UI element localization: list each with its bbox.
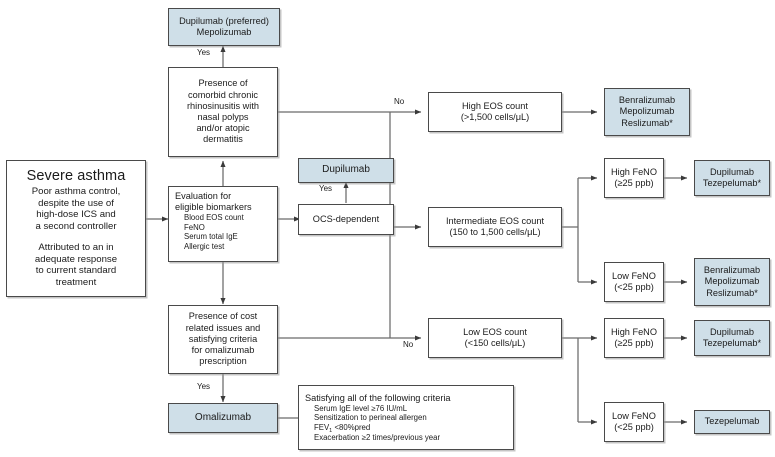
ocs-dependent-label: OCS-dependent — [312, 213, 380, 224]
severe-asthma-line3: high-dose ICS and — [36, 209, 116, 221]
comorbid-line6: dermatitis — [203, 134, 243, 145]
criteria-heading: Satisfying all of the following criteria — [305, 392, 451, 403]
feno-low-2-drug-tezepelumab: Tezepelumab — [704, 416, 760, 427]
edge-label-no-low-eos: No — [402, 340, 415, 349]
edge-label-yes-omalizumab: Yes — [196, 382, 212, 391]
evaluation-item-ige: Serum total IgE — [184, 232, 238, 242]
node-feno-low-intermediate[interactable]: Low FeNO (<25 ppb) — [604, 262, 664, 302]
node-high-eos-drugs[interactable]: Benralizumab Mepolizumab Reslizumab* — [604, 88, 690, 136]
feno-low-1-drug-benralizumab: Benralizumab — [703, 265, 761, 276]
feno-low-2-line1: Low FeNO — [612, 410, 656, 421]
evaluation-line1: Evaluation for — [175, 191, 232, 201]
low-eos-line2: (<150 cells/μL) — [464, 338, 526, 348]
severe-asthma-line8: treatment — [55, 276, 97, 288]
edge-label-no-high-eos: No — [393, 97, 406, 106]
intermediate-eos-line1: Intermediate EOS count — [445, 215, 545, 226]
feno-low-1-line1: Low FeNO — [612, 270, 656, 281]
high-eos-drug-mepolizumab: Mepolizumab — [619, 106, 675, 117]
feno-high-2-line2: (≥25 ppb) — [614, 338, 654, 348]
high-eos-drug-benralizumab: Benralizumab — [618, 95, 676, 106]
criteria-item-sensitization: Sensitization to perineal allergen — [314, 413, 427, 423]
severe-asthma-line5: Attributed to an in — [38, 241, 114, 253]
node-intermediate-eos-count[interactable]: Intermediate EOS count (150 to 1,500 cel… — [428, 207, 562, 247]
feno-high-1-drug-dupilumab: Dupilumab — [710, 166, 754, 177]
feno-high-1-line2: (≥25 ppb) — [614, 178, 654, 188]
feno-high-2-line1: High FeNO — [611, 326, 657, 337]
evaluation-item-allergic: Allergic test — [184, 241, 225, 251]
cost-issues-line2: related issues and — [185, 322, 261, 333]
severe-asthma-line7: to current standard — [35, 265, 117, 277]
edge-label-yes-comorbid: Yes — [196, 48, 212, 57]
dupilumab-label: Dupilumab — [322, 164, 370, 176]
high-eos-line2: (>1,500 cells/μL) — [460, 112, 530, 122]
cost-issues-line3: satisfying criteria — [188, 333, 258, 344]
node-low-eos-count[interactable]: Low EOS count (<150 cells/μL) — [428, 318, 562, 358]
comorbid-line2: comorbid chronic — [188, 89, 258, 100]
node-ocs-dependent[interactable]: OCS-dependent — [298, 204, 394, 235]
edge-label-yes-ocs: Yes — [318, 184, 334, 193]
severe-asthma-line4: a second controller — [35, 221, 117, 233]
high-eos-line1: High EOS count — [462, 100, 528, 111]
criteria-item-exacerbation: Exacerbation ≥2 times/previous year — [314, 432, 441, 442]
criteria-item-ige: Serum IgE level ≥76 IU/mL — [314, 403, 408, 413]
dupilumab-mepolizumab-line2: Mepolizumab — [196, 27, 252, 37]
severe-asthma-heading: Severe asthma — [26, 168, 126, 185]
node-severe-asthma[interactable]: Severe asthma Poor asthma control, despi… — [6, 160, 146, 297]
severe-asthma-line2: despite the use of — [38, 197, 114, 209]
intermediate-eos-line2: (150 to 1,500 cells/μL) — [449, 227, 541, 237]
node-dupilumab[interactable]: Dupilumab — [298, 158, 394, 183]
comorbid-line3: rhinosinusitis with — [187, 100, 259, 111]
severe-asthma-line1: Poor asthma control, — [31, 186, 121, 198]
comorbid-line1: Presence of — [198, 78, 248, 89]
high-eos-drug-reslizumab: Reslizumab* — [621, 117, 673, 128]
feno-low-1-line2: (<25 ppb) — [614, 282, 654, 292]
node-dupilumab-mepolizumab[interactable]: Dupilumab (preferred) Mepolizumab — [168, 8, 280, 46]
evaluation-line2: eligible biomarkers — [175, 202, 252, 213]
node-omalizumab[interactable]: Omalizumab — [168, 403, 278, 433]
cost-issues-line4: for omalizumab — [191, 345, 255, 356]
feno-high-1-drug-tezepelumab: Tezepelumab* — [702, 178, 762, 188]
comorbid-line4: nasal polyps — [197, 112, 249, 122]
evaluation-item-blood-eos: Blood EOS count — [184, 213, 244, 223]
severe-asthma-line6: adequate response — [34, 253, 118, 265]
feno-high-2-drug-tezepelumab: Tezepelumab* — [702, 338, 762, 348]
omalizumab-label: Omalizumab — [194, 411, 252, 423]
node-feno-high-intermediate[interactable]: High FeNO (≥25 ppb) — [604, 158, 664, 198]
feno-low-1-drug-reslizumab: Reslizumab* — [706, 287, 758, 298]
node-feno-high-intermediate-drugs[interactable]: Dupilumab Tezepelumab* — [694, 160, 770, 196]
node-high-eos-count[interactable]: High EOS count (>1,500 cells/μL) — [428, 92, 562, 132]
evaluation-item-feno: FeNO — [184, 222, 205, 232]
node-comorbid-conditions[interactable]: Presence of comorbid chronic rhinosinusi… — [168, 67, 278, 157]
criteria-item-fev1: FEV1 <80%pred — [314, 422, 371, 434]
cost-issues-line1: Presence of cost — [188, 311, 258, 322]
node-feno-low-low-eos[interactable]: Low FeNO (<25 ppb) — [604, 402, 664, 442]
feno-low-2-line2: (<25 ppb) — [614, 422, 654, 432]
feno-high-1-line1: High FeNO — [611, 166, 657, 177]
node-feno-high-low-eos-drugs[interactable]: Dupilumab Tezepelumab* — [694, 320, 770, 356]
node-feno-low-intermediate-drugs[interactable]: Benralizumab Mepolizumab Reslizumab* — [694, 258, 770, 306]
dupilumab-mepolizumab-line1: Dupilumab (preferred) — [179, 15, 269, 26]
feno-low-1-drug-mepolizumab: Mepolizumab — [704, 276, 760, 287]
low-eos-line1: Low EOS count — [463, 326, 527, 337]
node-evaluation-biomarkers[interactable]: Evaluation for eligible biomarkers Blood… — [168, 186, 278, 262]
cost-issues-line5: prescription — [199, 356, 247, 367]
node-feno-low-low-eos-drugs[interactable]: Tezepelumab — [694, 410, 770, 434]
node-cost-issues[interactable]: Presence of cost related issues and sati… — [168, 305, 278, 374]
comorbid-line5: and/or atopic — [196, 123, 250, 134]
node-feno-high-low-eos[interactable]: High FeNO (≥25 ppb) — [604, 318, 664, 358]
feno-high-2-drug-dupilumab: Dupilumab — [710, 326, 754, 337]
node-omalizumab-criteria[interactable]: Satisfying all of the following criteria… — [298, 385, 514, 450]
